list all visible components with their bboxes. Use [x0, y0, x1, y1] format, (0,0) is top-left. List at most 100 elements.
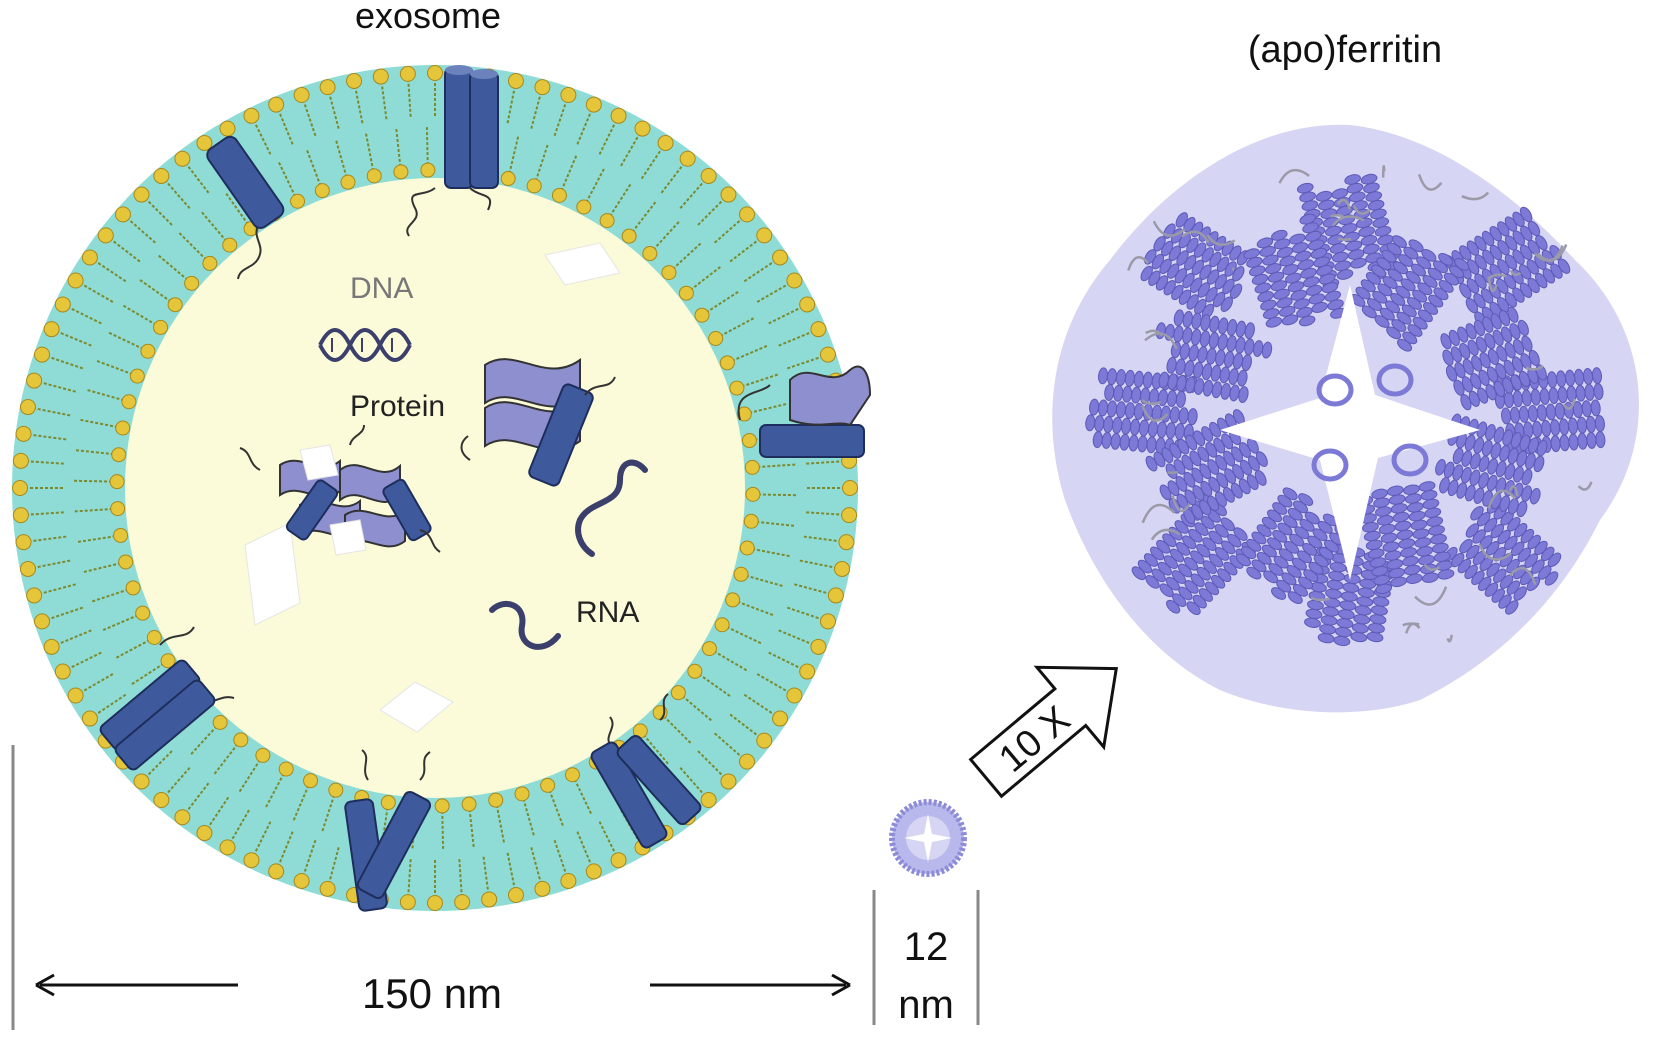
- exosome: DNA Protein RNA exosome: [12, 0, 870, 911]
- lipid-head-outer: [68, 273, 83, 288]
- lipid-head-outer: [740, 207, 755, 222]
- magnify-arrow-icon: 10 X: [953, 629, 1150, 818]
- lipid-head-inner: [185, 276, 199, 290]
- lipid-head-outer: [843, 481, 858, 496]
- lipid-head-inner: [213, 715, 227, 729]
- lipid-head-inner: [341, 175, 355, 189]
- ferritin-large: (apo)ferritin: [1052, 29, 1639, 712]
- lipid-head-inner: [394, 165, 408, 179]
- lipid-head-outer: [428, 66, 443, 81]
- lipid-head-outer: [787, 273, 802, 288]
- lipid-head-inner: [715, 618, 729, 632]
- lipid-head-outer: [294, 873, 309, 888]
- lipid-head-inner: [147, 631, 161, 645]
- lipid-head-outer: [721, 187, 736, 202]
- lipid-head-outer: [82, 711, 97, 726]
- lipid-head-inner: [643, 247, 657, 261]
- lipid-head-outer: [508, 73, 523, 88]
- lipid-head-outer: [455, 895, 470, 910]
- lipid-head-outer: [20, 561, 35, 576]
- lipid-head-inner: [734, 567, 748, 581]
- lipid-head-inner: [114, 528, 128, 542]
- lipid-head-outer: [320, 881, 335, 896]
- lipid-head-inner: [304, 774, 318, 788]
- lipid-head-inner: [744, 514, 758, 528]
- lipid-head-outer: [811, 639, 826, 654]
- lipid-head-inner: [671, 686, 685, 700]
- lipid-head-outer: [508, 888, 523, 903]
- lipid-head-outer: [115, 207, 130, 222]
- lipid-head-inner: [381, 796, 395, 810]
- lipid-head-inner: [154, 320, 168, 334]
- lipid-head-inner: [256, 748, 270, 762]
- lipid-head-outer: [347, 73, 362, 88]
- lipid-head-outer: [757, 733, 772, 748]
- lipid-head-inner: [329, 783, 343, 797]
- lipid-head-inner: [234, 733, 248, 747]
- lipid-head-inner: [279, 762, 293, 776]
- lipid-head-outer: [611, 108, 626, 123]
- lipid-head-outer: [20, 400, 35, 415]
- ferritin-size-value: 12: [904, 925, 949, 969]
- lipid-head-outer: [16, 426, 31, 441]
- lipid-head-inner: [223, 238, 237, 252]
- lipid-head-outer: [820, 614, 835, 629]
- lipid-head-outer: [787, 688, 802, 703]
- lipid-head-inner: [730, 381, 744, 395]
- lipid-head-outer: [134, 774, 149, 789]
- lipid-head-outer: [154, 793, 169, 808]
- lipid-head-inner: [577, 200, 591, 214]
- lipid-head-inner: [203, 256, 217, 270]
- ferritin-scale-bar: 12 nm: [874, 890, 978, 1027]
- lipid-head-outer: [820, 347, 835, 362]
- lipid-head-inner: [600, 214, 614, 228]
- lipid-head-inner: [130, 369, 144, 383]
- lipid-head-outer: [13, 453, 28, 468]
- ferritin-size-unit: nm: [898, 983, 954, 1027]
- lipid-head-inner: [168, 298, 182, 312]
- lipid-head-inner: [515, 787, 529, 801]
- lipid-head-inner: [136, 606, 150, 620]
- lipid-head-outer: [175, 151, 190, 166]
- lipid-head-outer: [82, 250, 97, 265]
- lipid-head-inner: [695, 308, 709, 322]
- lipid-head-outer: [27, 588, 42, 603]
- lipid-head-outer: [244, 853, 259, 868]
- lipid-head-outer: [27, 373, 42, 388]
- lipid-head-inner: [527, 179, 541, 193]
- lipid-head-inner: [709, 331, 723, 345]
- lipid-head-outer: [98, 228, 113, 243]
- lipid-head-inner: [688, 664, 702, 678]
- lipid-head-outer: [800, 297, 815, 312]
- lipid-head-inner: [565, 768, 579, 782]
- lipid-head-outer: [701, 168, 716, 183]
- lipid-head-outer: [44, 639, 59, 654]
- lipid-head-outer: [721, 774, 736, 789]
- lipid-head-outer: [197, 826, 212, 841]
- lipid-head-outer: [294, 88, 309, 103]
- lipid-head-outer: [400, 66, 415, 81]
- lipid-head-outer: [428, 896, 443, 911]
- lipid-head-outer: [373, 69, 388, 84]
- lipid-head-outer: [561, 873, 576, 888]
- lipid-head-inner: [679, 286, 693, 300]
- lipid-head-inner: [489, 793, 503, 807]
- lipid-head-outer: [757, 228, 772, 243]
- lipid-head-outer: [828, 588, 843, 603]
- lipid-head-outer: [773, 250, 788, 265]
- lipid-head-outer: [839, 535, 854, 550]
- lipid-head-inner: [116, 421, 130, 435]
- lipid-head-inner: [110, 475, 124, 489]
- lipid-head-outer: [16, 535, 31, 550]
- dna-label: DNA: [350, 272, 413, 305]
- lipid-head-outer: [800, 664, 815, 679]
- lipid-head-inner: [126, 581, 140, 595]
- lipid-head-inner: [111, 502, 125, 516]
- lipid-head-outer: [680, 151, 695, 166]
- lipid-head-outer: [13, 508, 28, 523]
- ferritin-coil: [1383, 166, 1384, 177]
- lipid-head-outer: [842, 508, 857, 523]
- lipid-head-inner: [720, 356, 734, 370]
